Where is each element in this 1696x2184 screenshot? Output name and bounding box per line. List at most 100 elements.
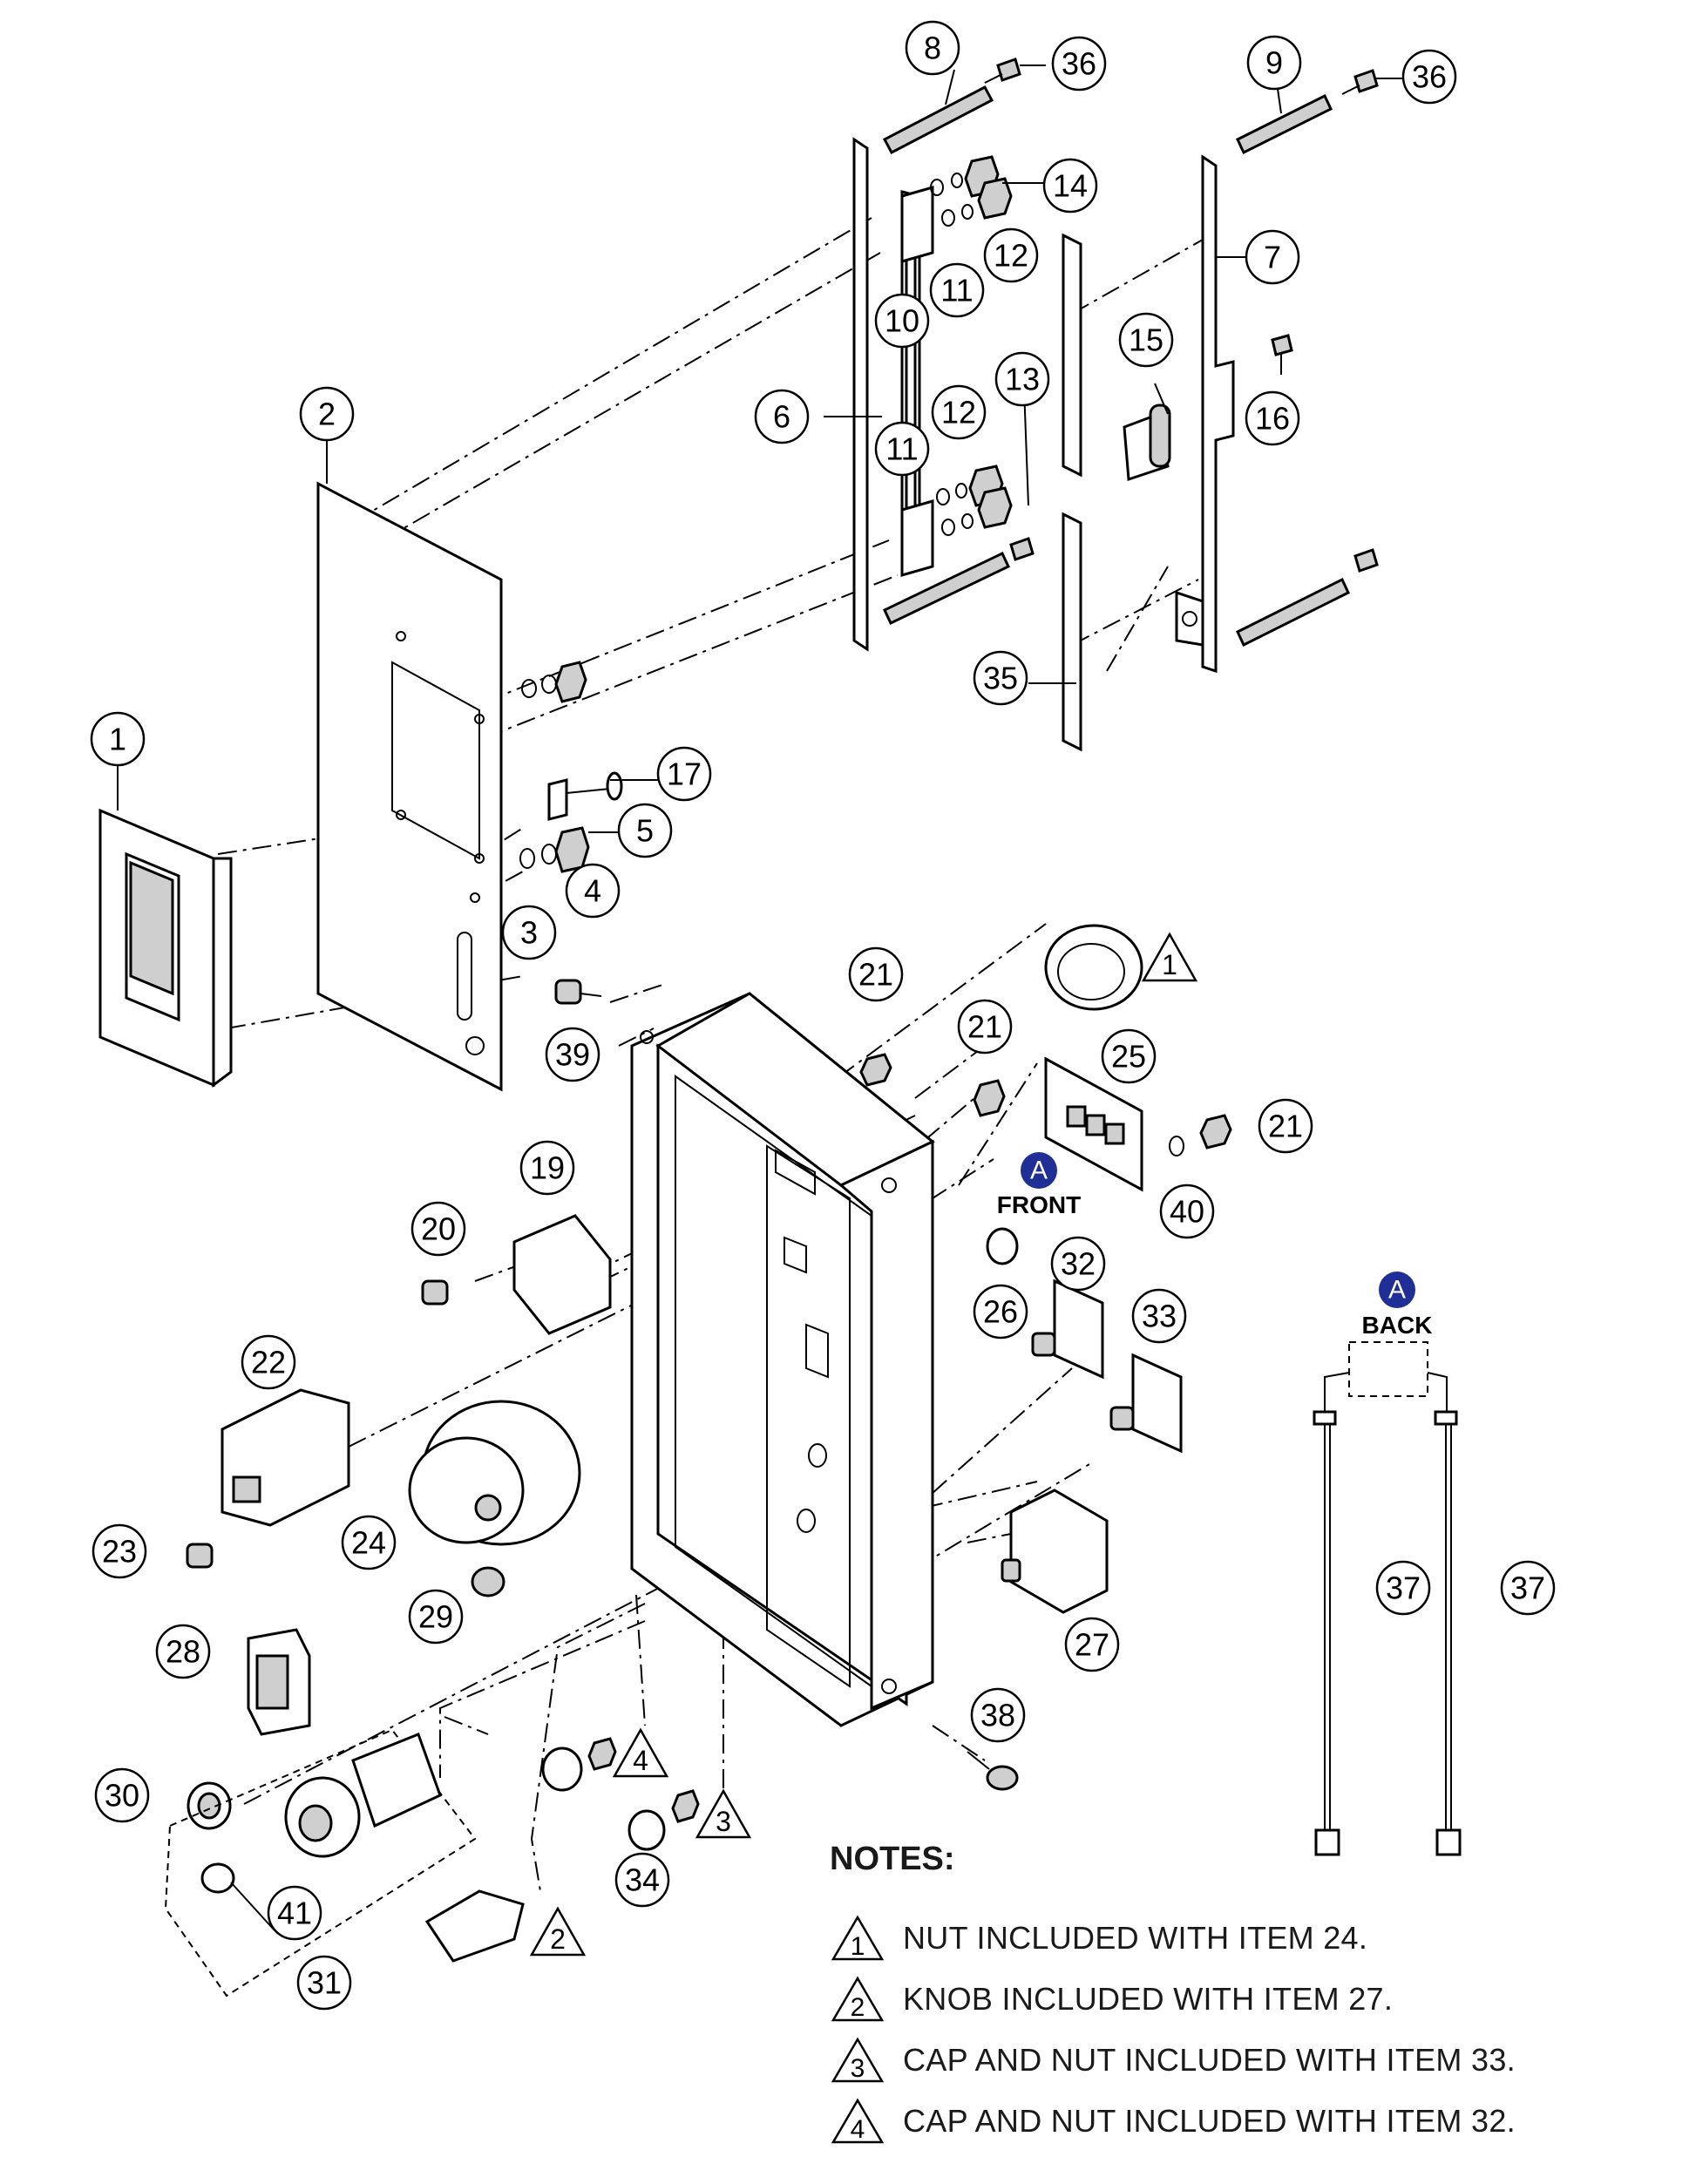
note-item: 1 NUT INCLUDED WITH ITEM 24. bbox=[830, 1914, 1367, 1963]
svg-text:27: 27 bbox=[1075, 1627, 1109, 1663]
parts-3-4-5-17-hardware bbox=[519, 661, 623, 873]
note-item: 3 CAP AND NUT INCLUDED WITH ITEM 33. bbox=[830, 2036, 1516, 2085]
note-text: CAP AND NUT INCLUDED WITH ITEM 33. bbox=[903, 2042, 1516, 2078]
svg-text:1: 1 bbox=[1162, 949, 1177, 980]
svg-text:40: 40 bbox=[1170, 1194, 1204, 1230]
note-flag-4: 4 bbox=[612, 1727, 669, 1778]
callout-37b: 37 bbox=[1500, 1560, 1556, 1616]
svg-text:2: 2 bbox=[851, 1993, 865, 2022]
svg-text:36: 36 bbox=[1412, 59, 1447, 95]
callout-28: 28 bbox=[155, 1624, 211, 1679]
svg-text:3: 3 bbox=[851, 2054, 865, 2083]
svg-text:A: A bbox=[1030, 1156, 1048, 1185]
svg-text:7: 7 bbox=[1264, 240, 1281, 275]
part-1-bezel bbox=[98, 808, 233, 1088]
callout-36b: 36 bbox=[1401, 49, 1457, 105]
part-23-screw bbox=[186, 1543, 214, 1569]
callout-24: 24 bbox=[341, 1515, 397, 1570]
svg-text:30: 30 bbox=[105, 1778, 139, 1814]
note-flag-1: 1 bbox=[1141, 932, 1198, 982]
callout-30: 30 bbox=[94, 1767, 150, 1823]
callout-8: 8 bbox=[905, 20, 960, 76]
svg-text:20: 20 bbox=[421, 1211, 456, 1247]
svg-text:37: 37 bbox=[1386, 1570, 1421, 1606]
callout-31: 31 bbox=[296, 1955, 352, 2011]
svg-text:12: 12 bbox=[941, 395, 976, 431]
svg-text:1: 1 bbox=[851, 1932, 865, 1961]
note-flag-2: 2 bbox=[529, 1906, 587, 1957]
view-marker-front: A FRONT bbox=[997, 1152, 1081, 1218]
note-item: 2 KNOB INCLUDED WITH ITEM 27. bbox=[830, 1975, 1393, 2024]
svg-text:24: 24 bbox=[351, 1525, 386, 1561]
callout-13: 13 bbox=[994, 351, 1050, 407]
part-20-screw bbox=[421, 1279, 449, 1306]
part-2-mounting-plate bbox=[316, 481, 503, 1092]
svg-text:5: 5 bbox=[636, 813, 654, 849]
part-36-screws bbox=[984, 58, 1379, 573]
callout-38: 38 bbox=[970, 1687, 1026, 1743]
callout-21b: 21 bbox=[957, 999, 1013, 1055]
callout-21a: 21 bbox=[848, 946, 904, 1002]
svg-text:2: 2 bbox=[318, 397, 336, 432]
callout-11b: 11 bbox=[874, 421, 930, 477]
callout-19: 19 bbox=[519, 1140, 575, 1196]
callout-15: 15 bbox=[1118, 312, 1174, 368]
callout-5: 5 bbox=[617, 803, 673, 858]
svg-text:BACK: BACK bbox=[1362, 1312, 1433, 1339]
part-7-right-rail bbox=[1175, 154, 1235, 674]
part-15-latch bbox=[1123, 404, 1171, 482]
notes-title: NOTES: bbox=[830, 1841, 955, 1877]
callout-17: 17 bbox=[656, 746, 712, 802]
callout-37a: 37 bbox=[1375, 1560, 1431, 1616]
callout-7: 7 bbox=[1245, 229, 1300, 285]
part-6-brackets bbox=[900, 186, 934, 577]
callout-41: 41 bbox=[267, 1885, 322, 1941]
svg-text:22: 22 bbox=[251, 1345, 286, 1380]
svg-text:2: 2 bbox=[550, 1923, 566, 1955]
svg-text:21: 21 bbox=[1268, 1109, 1303, 1144]
svg-text:11: 11 bbox=[940, 273, 973, 309]
svg-text:21: 21 bbox=[858, 957, 893, 993]
knob-note-2 bbox=[424, 1889, 525, 1963]
svg-text:37: 37 bbox=[1510, 1570, 1545, 1606]
svg-text:17: 17 bbox=[667, 756, 702, 792]
part-37-harness bbox=[1313, 1341, 1462, 1856]
part-32-breaker bbox=[1031, 1279, 1104, 1380]
part-28-rocker bbox=[247, 1628, 311, 1736]
callout-16: 16 bbox=[1245, 390, 1300, 446]
note-text: KNOB INCLUDED WITH ITEM 27. bbox=[903, 1981, 1394, 2017]
svg-text:8: 8 bbox=[924, 31, 941, 66]
callout-4: 4 bbox=[565, 863, 621, 919]
note-triangle-icon: 4 bbox=[831, 2098, 885, 2144]
svg-text:38: 38 bbox=[980, 1698, 1015, 1733]
part-22-hourmeter bbox=[220, 1388, 350, 1527]
note-triangle-icon: 1 bbox=[831, 1915, 885, 1961]
part-26-spacer bbox=[986, 1227, 1019, 1265]
callout-10: 10 bbox=[874, 293, 930, 349]
svg-text:16: 16 bbox=[1255, 401, 1290, 437]
callout-1: 1 bbox=[90, 711, 146, 767]
svg-text:12: 12 bbox=[994, 238, 1028, 274]
view-marker-back: A BACK bbox=[1362, 1272, 1433, 1339]
callout-11a: 11 bbox=[929, 262, 985, 318]
part-19-switch bbox=[512, 1214, 612, 1335]
svg-text:28: 28 bbox=[166, 1634, 200, 1670]
callout-6: 6 bbox=[754, 389, 810, 444]
callout-9: 9 bbox=[1246, 35, 1302, 91]
svg-text:21: 21 bbox=[967, 1009, 1002, 1045]
svg-text:26: 26 bbox=[983, 1294, 1018, 1330]
svg-text:35: 35 bbox=[983, 661, 1018, 696]
part-39-screw bbox=[554, 979, 602, 1005]
callout-3: 3 bbox=[501, 905, 557, 960]
part-35-strips bbox=[1062, 233, 1082, 752]
svg-text:39: 39 bbox=[555, 1037, 590, 1073]
svg-text:9: 9 bbox=[1265, 45, 1283, 81]
svg-text:4: 4 bbox=[584, 873, 601, 909]
svg-text:33: 33 bbox=[1142, 1299, 1177, 1334]
svg-text:10: 10 bbox=[885, 303, 919, 339]
part-38-screw bbox=[967, 1751, 1019, 1791]
note-text: CAP AND NUT INCLUDED WITH ITEM 32. bbox=[903, 2103, 1516, 2139]
callout-35: 35 bbox=[973, 650, 1028, 706]
part-1-nut-ring bbox=[1044, 924, 1143, 1011]
